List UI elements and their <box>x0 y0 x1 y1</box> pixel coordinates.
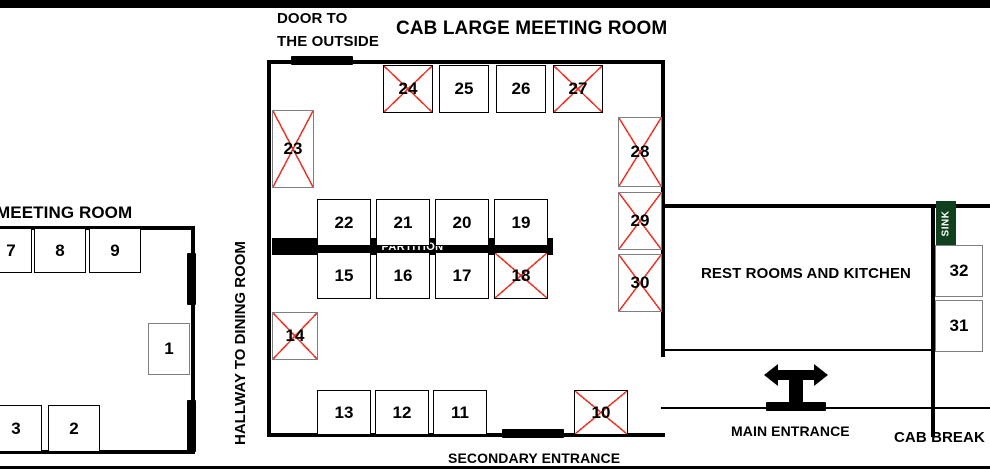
secondary-entrance-door[interactable] <box>502 429 564 438</box>
seat-number-label: 13 <box>334 402 354 422</box>
outside-door[interactable] <box>291 56 353 65</box>
seat-number-label: 24 <box>398 79 418 98</box>
main-entrance-label: MAIN ENTRANCE <box>731 423 850 439</box>
seat-11[interactable]: 11 <box>433 390 487 435</box>
secondary-entrance-label: SECONDARY ENTRANCE <box>448 450 621 466</box>
seat-number-label: 30 <box>630 273 650 292</box>
main-room-right-wall <box>661 60 665 357</box>
main-entrance-door[interactable] <box>766 402 826 411</box>
seat-number-label: 32 <box>949 261 969 280</box>
seat-number-label: 16 <box>393 265 413 285</box>
seat-number-label: 2 <box>69 418 79 438</box>
seat-27[interactable]: 27 <box>553 65 603 113</box>
seat-number-label: 22 <box>334 212 354 232</box>
main-room-left-wall <box>267 60 271 437</box>
cab-break-divider <box>932 387 934 407</box>
seat-9[interactable]: 9 <box>89 228 141 273</box>
seat-number-label: 31 <box>949 316 969 335</box>
hallway-to-dining-room-label: HALLWAY TO DINING ROOM <box>232 241 249 445</box>
seat-number-label: 25 <box>454 79 474 98</box>
left-meeting-room-label: MEETING ROOM <box>0 203 133 222</box>
top-border-bar <box>0 0 990 8</box>
seat-16[interactable]: 16 <box>376 252 430 299</box>
seat-number-label: 9 <box>110 240 120 260</box>
kitchen-divider-wall <box>931 204 935 437</box>
door-to-outside-label-line2: THE OUTSIDE <box>277 33 379 50</box>
restroom-bottom-wall <box>661 349 936 351</box>
seat-14[interactable]: 14 <box>272 312 318 360</box>
seat-15[interactable]: 15 <box>317 252 371 299</box>
sink-fixture: SINK <box>936 201 956 245</box>
seat-26[interactable]: 26 <box>496 65 546 113</box>
seat-number-label: 7 <box>6 240 16 260</box>
seat-number-label: 8 <box>55 240 65 260</box>
seat-number-label: 12 <box>392 402 412 422</box>
seat-19[interactable]: 19 <box>494 199 548 246</box>
seat-10[interactable]: 10 <box>574 390 628 435</box>
left-room-bottom-wall <box>0 450 195 454</box>
bottom-border-bar <box>0 466 990 469</box>
restroom-top-wall <box>661 204 990 208</box>
seat-2[interactable]: 2 <box>48 405 100 452</box>
left-room-right-wall <box>191 226 195 452</box>
seat-32[interactable]: 32 <box>935 245 983 297</box>
seat-number-label: 29 <box>630 211 650 230</box>
seat-28[interactable]: 28 <box>618 117 662 187</box>
seat-number-label: 28 <box>630 142 650 161</box>
seat-number-label: 20 <box>452 212 472 232</box>
seat-number-label: 21 <box>393 212 413 232</box>
seat-20[interactable]: 20 <box>435 199 489 246</box>
seat-number-label: 17 <box>452 265 472 285</box>
page-title: CAB LARGE MEETING ROOM <box>396 18 668 39</box>
seat-number-label: 18 <box>511 265 531 285</box>
cab-break-label: CAB BREAK <box>894 429 985 446</box>
seat-number-label: 14 <box>285 326 305 345</box>
seat-3[interactable]: 3 <box>0 405 42 452</box>
seat-number-label: 19 <box>511 212 531 232</box>
seat-21[interactable]: 21 <box>376 199 430 246</box>
seat-12[interactable]: 12 <box>375 390 429 435</box>
seat-number-label: 11 <box>451 402 469 422</box>
main-room-bottom-wall <box>267 433 665 437</box>
seat-number-label: 26 <box>511 79 531 98</box>
seat-number-label: 3 <box>11 418 21 438</box>
seat-number-label: 1 <box>164 339 174 358</box>
seat-number-label: 27 <box>568 79 588 98</box>
seat-22[interactable]: 22 <box>317 199 371 246</box>
seat-number-label: 10 <box>591 402 611 422</box>
door-to-outside-label-line1: DOOR TO <box>277 10 348 27</box>
seat-18[interactable]: 18 <box>494 252 548 299</box>
seat-number-label: 23 <box>283 139 303 158</box>
sink-label: SINK <box>940 210 952 236</box>
seat-13[interactable]: 13 <box>317 390 371 435</box>
seat-7[interactable]: 7 <box>0 228 32 273</box>
seat-8[interactable]: 8 <box>34 228 86 273</box>
seat-17[interactable]: 17 <box>435 252 489 299</box>
seat-29[interactable]: 29 <box>618 192 662 250</box>
hallway-door-upper[interactable] <box>187 253 196 305</box>
seat-25[interactable]: 25 <box>439 65 489 113</box>
main-entrance-arrow-icon <box>764 364 828 402</box>
rest-rooms-and-kitchen-label: REST ROOMS AND KITCHEN <box>701 265 911 282</box>
seat-30[interactable]: 30 <box>618 254 662 312</box>
seat-number-label: 15 <box>334 265 354 285</box>
seat-1[interactable]: 1 <box>148 323 190 375</box>
seat-31[interactable]: 31 <box>935 300 983 352</box>
main-room-top-wall <box>267 60 665 64</box>
hallway-door-lower[interactable] <box>187 400 196 452</box>
seat-23[interactable]: 23 <box>272 110 314 188</box>
seat-24[interactable]: 24 <box>383 65 433 113</box>
